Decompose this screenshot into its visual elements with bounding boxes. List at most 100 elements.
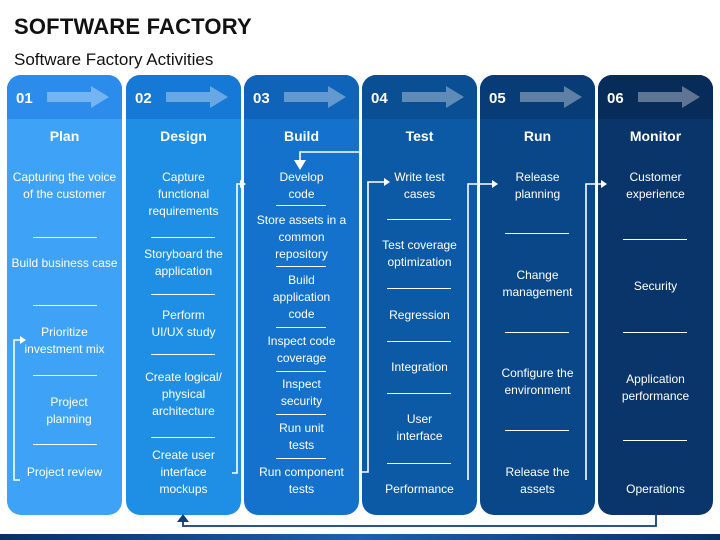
arrow-right-icon <box>520 86 582 108</box>
step-number: 05 <box>489 90 506 107</box>
activity-item: Capture functional requirements <box>148 170 219 218</box>
step-number: 04 <box>371 90 388 107</box>
divider <box>505 233 569 234</box>
divider <box>33 305 97 306</box>
divider <box>387 463 451 464</box>
loop-arrow-plan <box>13 339 20 481</box>
activity-item: Project planning <box>46 395 92 426</box>
divider <box>276 458 326 459</box>
column-design: 02 Design Capture functional requirement… <box>126 75 241 515</box>
column-title: Build <box>284 128 319 144</box>
divider <box>33 444 97 445</box>
activity-item: Create user interface mockups <box>152 448 215 496</box>
activity-item: Storyboard the application <box>144 247 223 278</box>
page-title: SOFTWARE FACTORY <box>14 14 252 39</box>
column-title: Test <box>405 128 434 144</box>
footer-bar <box>0 534 720 540</box>
activity-item: Inspect security <box>280 377 323 408</box>
divider <box>387 393 451 394</box>
activity-item: Customer experience <box>626 170 685 201</box>
return-arrow <box>182 514 657 527</box>
divider <box>33 375 97 376</box>
activity-item: Project review <box>26 465 103 479</box>
step-number: 02 <box>135 90 152 107</box>
activity-item: Develop code <box>279 170 324 201</box>
connector-test-build-feedback <box>360 181 384 473</box>
activity-item: User interface <box>396 412 443 443</box>
divider <box>151 354 215 355</box>
arrowhead-icon <box>492 180 498 188</box>
arrow-right-icon <box>638 86 700 108</box>
column-title: Plan <box>49 128 80 144</box>
divider <box>387 219 451 220</box>
column-test: 04 Test Write test cases Test coverage o… <box>362 75 477 515</box>
page-subtitle: Software Factory Activities <box>14 50 214 69</box>
divider <box>276 371 326 372</box>
activity-item: Create logical/ physical architecture <box>145 370 222 418</box>
activity-item: Inspect code coverage <box>267 334 336 365</box>
column-header: 03 <box>244 75 359 119</box>
column-header: 04 <box>362 75 477 119</box>
column-monitor: 06 Monitor Customer experience Security … <box>598 75 713 515</box>
column-header: 02 <box>126 75 241 119</box>
arrow-right-icon <box>284 86 346 108</box>
step-number: 03 <box>253 90 270 107</box>
divider <box>623 440 687 441</box>
column-build: 03 Build Develop code Store assets in a … <box>244 75 359 515</box>
activity-item: Release planning <box>514 170 561 201</box>
divider <box>387 341 451 342</box>
connector-design-build <box>232 183 240 474</box>
connector-run-monitor <box>585 183 601 480</box>
divider <box>623 332 687 333</box>
activity-item: Write test cases <box>394 170 445 201</box>
divider <box>151 437 215 438</box>
step-number: 06 <box>607 90 624 107</box>
column-header: 05 <box>480 75 595 119</box>
column-title: Run <box>523 128 552 144</box>
divider <box>33 237 97 238</box>
activity-item: Build application code <box>272 273 331 321</box>
activity-item: Configure the environment <box>501 366 574 397</box>
activity-item: Operations <box>626 482 685 496</box>
divider <box>151 294 215 295</box>
column-header: 06 <box>598 75 713 119</box>
divider <box>276 414 326 415</box>
activity-item: Capturing the voice of the customer <box>12 170 117 201</box>
arrow-right-icon <box>47 86 109 108</box>
arrowhead-icon <box>240 180 246 188</box>
column-plan: 01 Plan Capturing the voice of the custo… <box>7 75 122 515</box>
arrowhead-icon <box>384 178 390 186</box>
activity-item: Run component tests <box>259 465 344 496</box>
column-title: Design <box>160 128 207 144</box>
arrow-right-icon <box>402 86 464 108</box>
arrowhead-icon <box>294 160 306 170</box>
arrow-right-icon <box>166 86 228 108</box>
divider <box>505 430 569 431</box>
activity-item: Perform UI/UX study <box>151 308 216 339</box>
activity-item: Security <box>633 279 678 293</box>
activity-item: Application performance <box>621 372 690 403</box>
column-run: 05 Run Release planning Change managemen… <box>480 75 595 515</box>
return-arrowhead-icon <box>177 514 189 522</box>
divider <box>505 332 569 333</box>
activity-item: Performance <box>385 482 454 496</box>
column-title: Monitor <box>629 128 682 144</box>
arrowhead-icon <box>601 180 607 188</box>
divider <box>276 327 326 328</box>
activity-item: Run unit tests <box>279 421 324 452</box>
divider <box>276 205 326 206</box>
step-number: 01 <box>16 90 33 107</box>
divider <box>387 288 451 289</box>
activity-item: Store assets in a common repository <box>256 213 347 261</box>
activity-item: Release the assets <box>505 465 570 496</box>
activity-item: Integration <box>391 360 448 374</box>
arrowhead-icon <box>20 336 26 344</box>
activity-item: Change management <box>502 268 573 299</box>
column-header: 01 <box>7 75 122 119</box>
activity-item: Regression <box>389 308 450 322</box>
activity-item: Build business case <box>11 256 118 270</box>
connector-build-test <box>299 151 360 168</box>
divider <box>623 239 687 240</box>
divider <box>151 237 215 238</box>
divider <box>276 266 326 267</box>
